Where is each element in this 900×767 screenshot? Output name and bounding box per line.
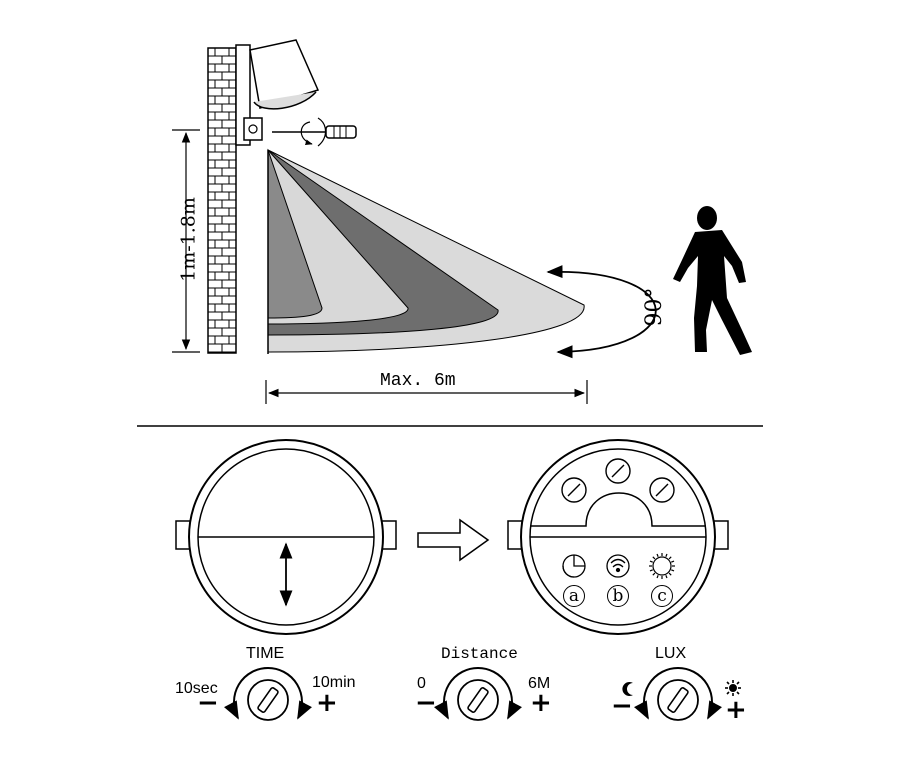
distance-adjuster-icon (606, 554, 630, 578)
moon-icon (622, 682, 633, 696)
sun-icon (725, 680, 741, 696)
distance-label: Max. 6m (380, 371, 456, 391)
time-plus-sign: + (316, 688, 338, 718)
housing-open (507, 439, 729, 635)
lux-dial[interactable] (634, 667, 722, 721)
time-max-label: 10min (312, 674, 356, 691)
angle-arc (546, 265, 657, 359)
adjuster-label-b: b (607, 585, 629, 607)
distance-dial[interactable] (434, 667, 522, 721)
distance-title: Distance (441, 645, 518, 663)
upper-screws (561, 458, 675, 503)
angle-label: 90° (642, 287, 667, 327)
time-min-label: 10sec (175, 680, 218, 697)
time-dial[interactable] (224, 667, 312, 721)
screwdriver-icon (272, 117, 357, 147)
distance-max-label: 6M (528, 675, 551, 692)
control-dials (224, 667, 722, 721)
lux-adjuster-icon (649, 553, 675, 579)
lux-title: LUX (655, 645, 687, 662)
time-title: TIME (246, 645, 285, 662)
time-minus-sign: − (197, 688, 219, 718)
time-adjuster-icon (562, 554, 586, 578)
distance-min-label: 0 (417, 675, 426, 692)
lamp-fixture (235, 39, 320, 146)
lux-minus-sign: − (611, 691, 633, 721)
height-dimension (172, 129, 200, 353)
distance-plus-sign: + (530, 688, 552, 718)
lux-plus-sign: + (725, 695, 747, 725)
adjuster-label-c: c (651, 585, 673, 607)
brick-wall (207, 47, 237, 354)
height-label: 1m-1.8m (177, 197, 200, 282)
person-silhouette-icon (673, 206, 752, 355)
housing-closed (175, 439, 397, 635)
adjuster-label-a: a (563, 585, 585, 607)
distance-dimension (265, 380, 588, 404)
detection-zones (267, 148, 585, 354)
distance-minus-sign: − (415, 688, 437, 718)
transition-arrow-icon (417, 518, 490, 562)
